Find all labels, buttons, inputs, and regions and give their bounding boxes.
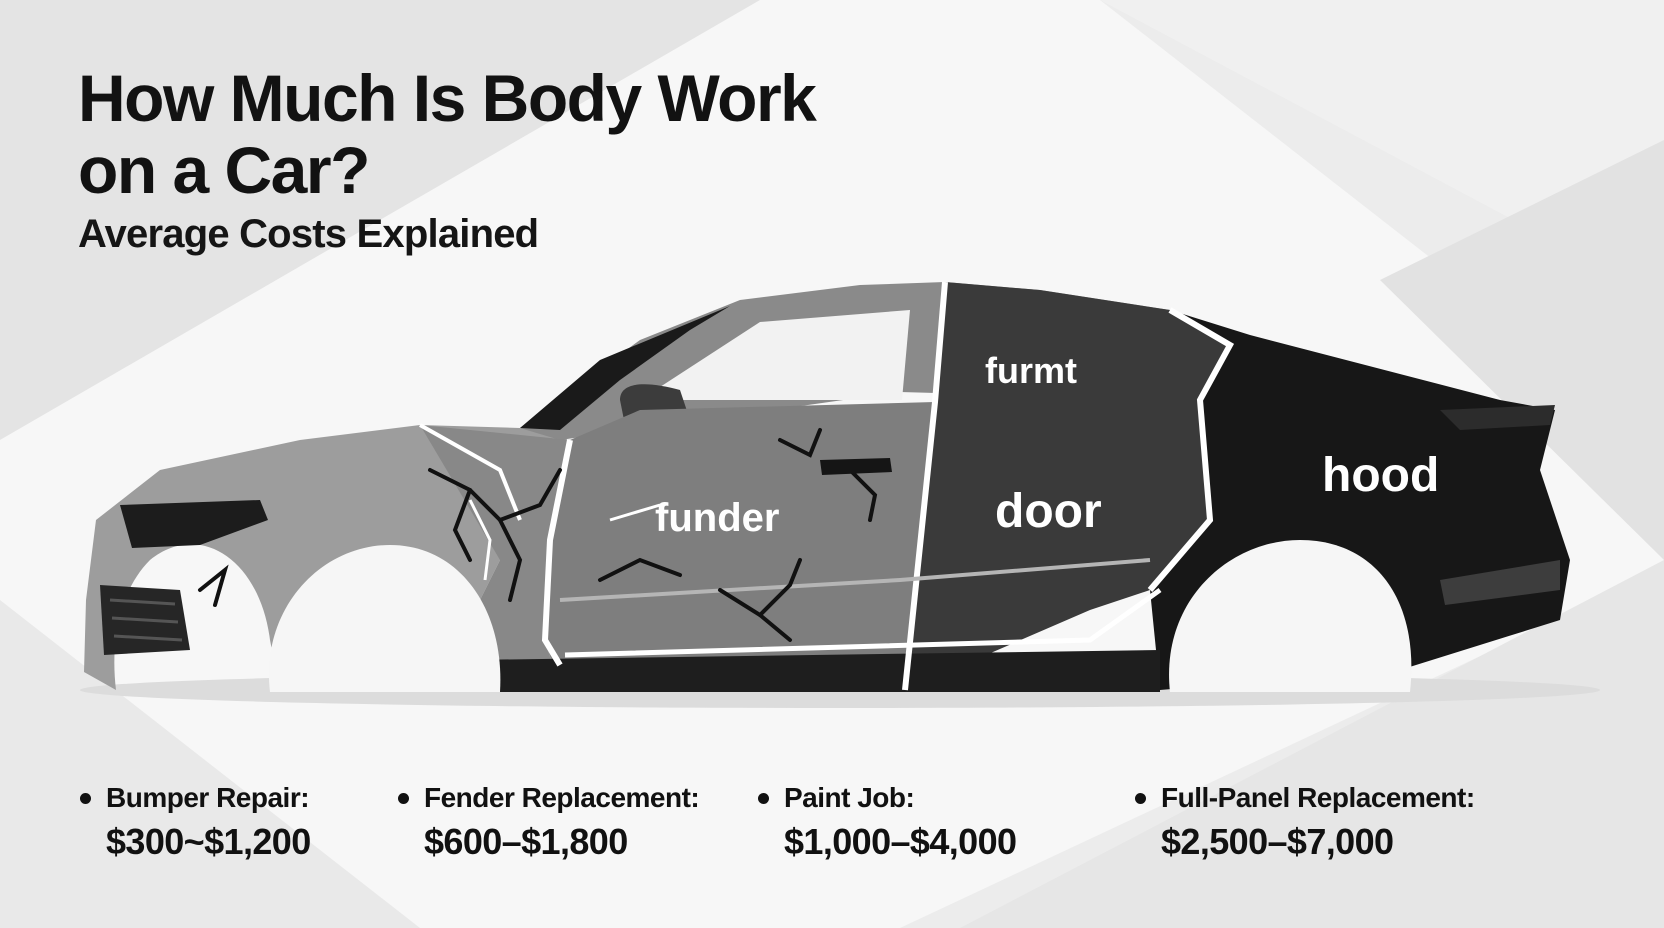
cost-item-price: $600–$1,800	[424, 821, 628, 862]
windshield	[520, 306, 730, 430]
cost-item-price: $1,000–$4,000	[784, 821, 1017, 862]
page-title-line-1: How Much Is Body Work	[78, 61, 817, 135]
bullet-icon	[80, 793, 91, 804]
car-label-rear-door: door	[995, 485, 1102, 538]
fender-panel	[420, 425, 570, 690]
door-handle	[820, 458, 892, 475]
front-wheel-well	[268, 545, 501, 692]
bullet-icon	[398, 793, 409, 804]
bullet-icon	[1135, 793, 1146, 804]
title-block: How Much Is Body Work on a Car? Average …	[78, 62, 938, 258]
bullet-icon	[758, 793, 769, 804]
cost-item-name: Paint Job:	[784, 782, 915, 813]
car-label-front-door: funder	[655, 496, 780, 540]
car-label-rear-top: furmt	[985, 350, 1077, 391]
damage-cracks	[198, 428, 878, 642]
headlight	[120, 500, 268, 548]
damage-highlights	[468, 499, 661, 581]
page-title-line-2: on a Car?	[78, 133, 370, 207]
cost-item-price: $2,500–$7,000	[1161, 821, 1394, 862]
rear-wheel-well	[1169, 540, 1412, 692]
rocker-panel	[470, 650, 1160, 692]
cost-item-name: Fender Replacement:	[424, 782, 700, 813]
front-window	[640, 310, 910, 400]
car-label-rear-quarter: hood	[1322, 449, 1440, 502]
cost-item-name: Bumper Repair:	[106, 782, 310, 813]
page-subtitle: Average Costs Explained	[78, 212, 539, 256]
cost-item-name: Full-Panel Replacement:	[1161, 782, 1475, 813]
cost-item-price: $300~$1,200	[106, 821, 311, 862]
